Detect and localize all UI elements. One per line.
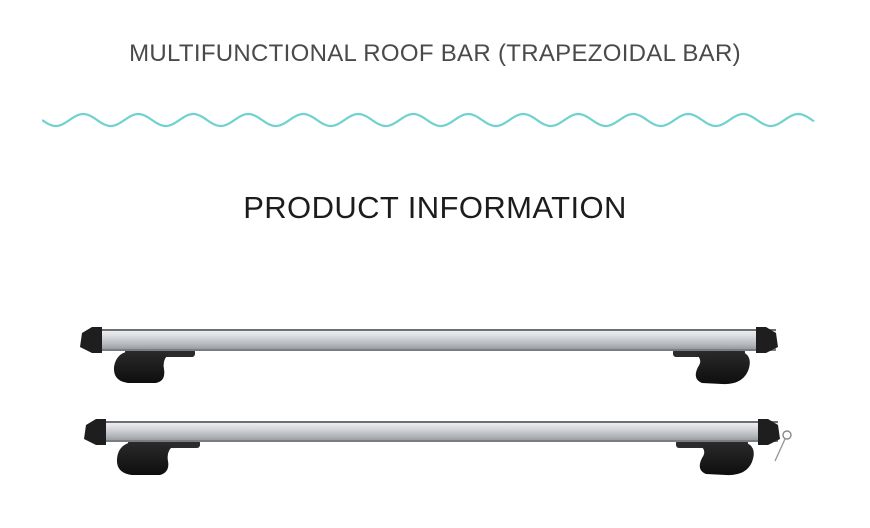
key-icon xyxy=(774,430,792,462)
end-cap-left xyxy=(80,327,102,353)
wave-divider xyxy=(42,112,815,128)
roof-bar-bottom xyxy=(84,419,792,476)
roof-bar-top xyxy=(80,327,778,385)
end-cap-left xyxy=(84,419,106,445)
page-subtitle: MULTIFUNCTIONAL ROOF BAR (TRAPEZOIDAL BA… xyxy=(129,40,741,67)
section-heading: PRODUCT INFORMATION xyxy=(243,190,627,225)
product-image xyxy=(80,327,792,476)
foot-right xyxy=(676,440,754,476)
wave-line xyxy=(42,112,815,128)
foot-left xyxy=(116,440,200,475)
foot-left xyxy=(113,349,195,383)
end-cap-right xyxy=(756,327,778,353)
foot-right xyxy=(673,349,750,385)
end-cap-right xyxy=(758,419,780,445)
